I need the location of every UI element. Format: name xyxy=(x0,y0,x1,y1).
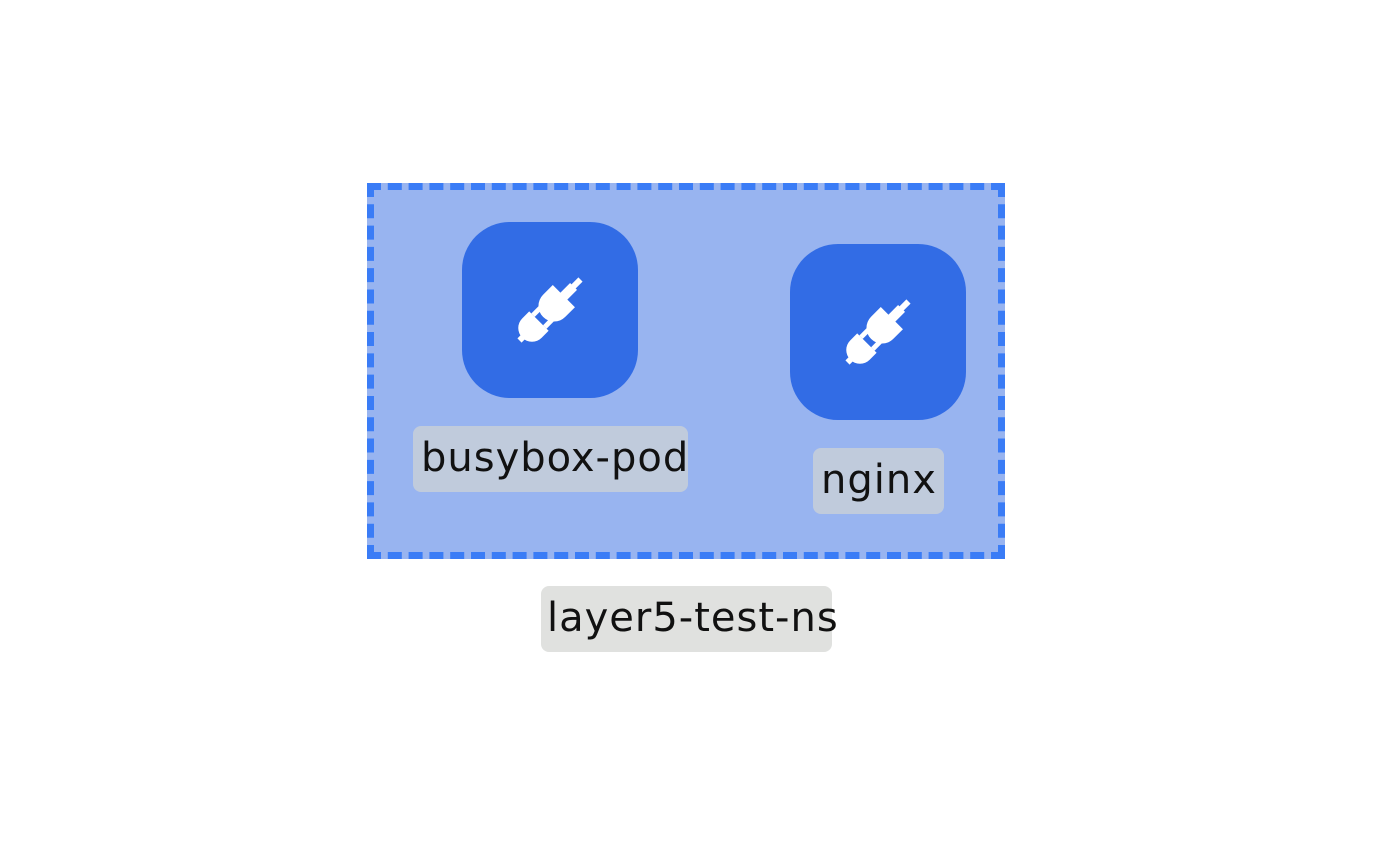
node-label-busybox: busybox-pod xyxy=(413,426,688,492)
plug-icon[interactable] xyxy=(462,222,638,398)
node-label-nginx: nginx xyxy=(813,448,944,514)
plug-icon[interactable] xyxy=(790,244,966,420)
namespace-label: layer5-test-ns xyxy=(541,586,838,652)
